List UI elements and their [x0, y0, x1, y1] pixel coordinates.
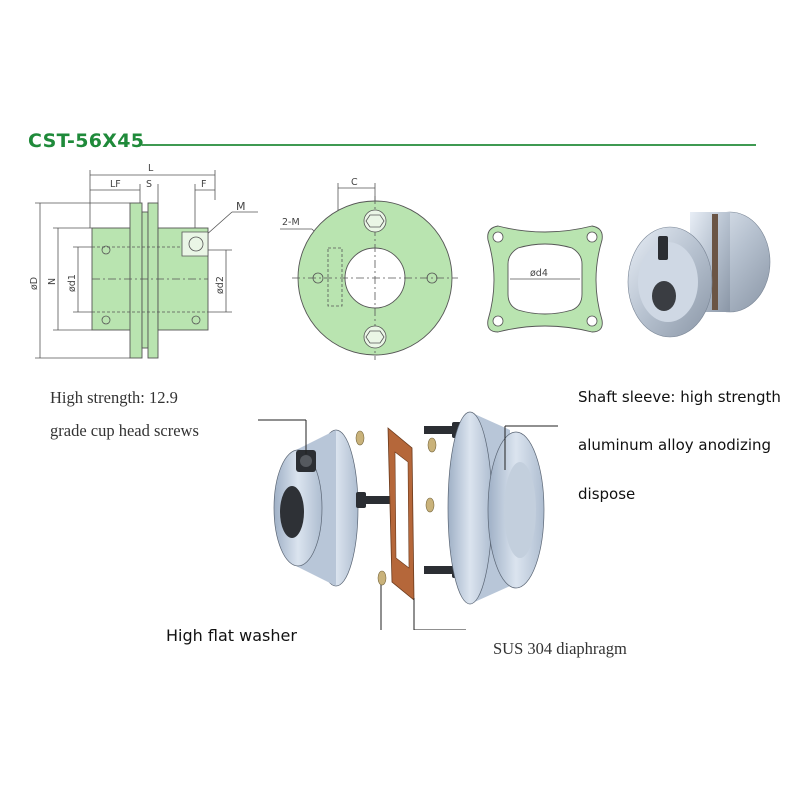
dim-label-N: N [47, 278, 58, 285]
front-view-drawing: C 2-M [280, 177, 458, 360]
dim-label-d4: ød4 [530, 268, 548, 279]
dim-label-d1: ød1 [67, 274, 78, 292]
dim-label-2M: 2-M [282, 217, 300, 228]
sleeve-annotation-line2: aluminum alloy anodizing [578, 436, 772, 454]
screws-annotation-line2: grade cup head screws [50, 421, 199, 440]
page-title: CST-56X45 [28, 130, 145, 152]
washer-annotation: High flat washer [166, 626, 297, 645]
diaphragm-drawing: ød4 [487, 225, 603, 333]
sleeve-annotation-line1: Shaft sleeve: high strength [578, 388, 781, 406]
diaphragm-annotation: SUS 304 diaphragm [493, 639, 627, 658]
dim-label-d2: ød2 [215, 276, 226, 294]
dim-label-LF: LF [110, 179, 121, 190]
dim-label-M: M [236, 200, 246, 213]
dim-label-S: S [146, 179, 152, 190]
dim-label-L: L [148, 163, 154, 174]
dim-label-C: C [351, 177, 358, 188]
exploded-assembly [258, 411, 558, 630]
sleeve-annotation-line3: dispose [578, 485, 636, 503]
side-view-drawing: L LF S F M øD N ød1 ød2 [29, 163, 258, 359]
title-divider [142, 144, 756, 146]
dim-label-D: øD [29, 277, 40, 290]
dim-label-F: F [201, 179, 206, 190]
coupling-photo [627, 211, 771, 338]
screws-annotation-line1: High strength: 12.9 [50, 388, 178, 407]
